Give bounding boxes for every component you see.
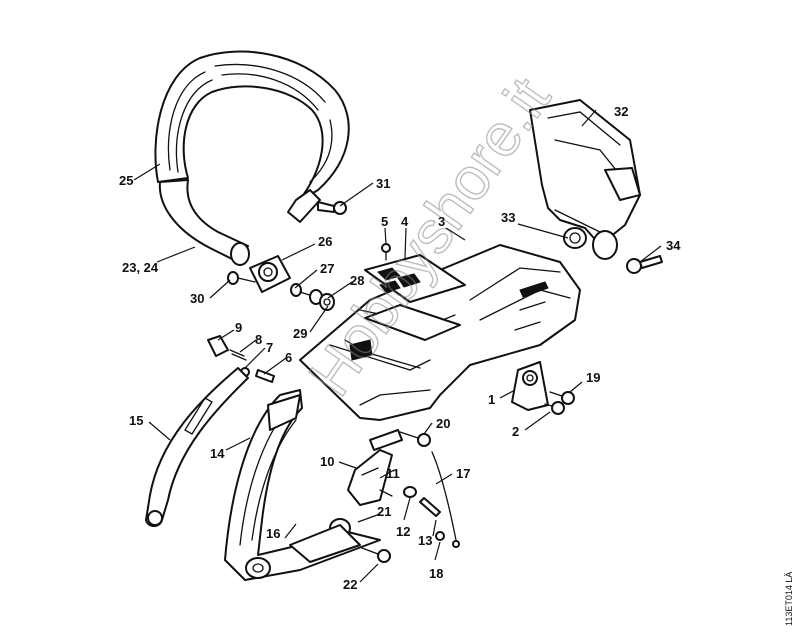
bracket-1-part <box>511 361 575 415</box>
screw-34-part <box>626 255 663 274</box>
callout-5: 5 <box>381 214 388 229</box>
callout-28: 28 <box>350 273 364 288</box>
callout-8: 8 <box>255 332 262 347</box>
handlebar-part <box>154 50 350 266</box>
callout-6: 6 <box>285 350 292 365</box>
screw-27-part <box>290 283 335 311</box>
callout-4: 4 <box>401 214 409 229</box>
callout-32: 32 <box>614 104 628 119</box>
callout-26: 26 <box>318 234 332 249</box>
damper-21-part <box>289 518 361 563</box>
leader-lines <box>133 109 662 583</box>
bracket-10-part <box>347 429 403 506</box>
callout-30: 30 <box>190 291 204 306</box>
callout-29: 29 <box>293 326 307 341</box>
handle-housing-part <box>299 244 581 421</box>
trigger-interlock-part <box>145 367 249 527</box>
callout-3: 3 <box>438 214 445 229</box>
callout-11: 11 <box>386 466 400 481</box>
screw-30-part <box>227 271 256 285</box>
callout-20: 20 <box>436 416 450 431</box>
flange-26-part <box>249 255 291 293</box>
callout-16: 16 <box>266 526 280 541</box>
callout-15: 15 <box>129 413 143 428</box>
bushing-part <box>563 227 587 249</box>
trigger-small-parts <box>207 335 275 383</box>
callout-19: 19 <box>586 370 600 385</box>
callout-27: 27 <box>320 261 334 276</box>
drawing-code: 113ET014 LÄ <box>784 572 794 626</box>
callout-21: 21 <box>377 504 391 519</box>
hand-guard-part <box>529 99 641 260</box>
screw-31-part <box>317 201 347 215</box>
callout-34: 34 <box>666 238 681 253</box>
callout-18: 18 <box>429 566 443 581</box>
callout-14: 14 <box>210 446 225 461</box>
callout-23-24: 23, 24 <box>122 260 159 275</box>
callout-7: 7 <box>266 340 273 355</box>
callout-33: 33 <box>501 210 515 225</box>
callout-13: 13 <box>418 533 432 548</box>
callout-10: 10 <box>320 454 334 469</box>
callout-25: 25 <box>119 173 133 188</box>
callout-2: 2 <box>512 424 519 439</box>
screw-20-part <box>399 431 431 447</box>
screw-22-part <box>361 547 391 563</box>
callout-12: 12 <box>396 524 410 539</box>
small-hardware-parts <box>403 451 460 548</box>
callout-9: 9 <box>235 320 242 335</box>
callout-17: 17 <box>456 466 470 481</box>
callout-labels: 25 23, 24 31 32 33 34 5 4 3 26 27 28 29 … <box>119 104 681 592</box>
callout-22: 22 <box>343 577 357 592</box>
callout-31: 31 <box>376 176 390 191</box>
callout-1: 1 <box>488 392 495 407</box>
